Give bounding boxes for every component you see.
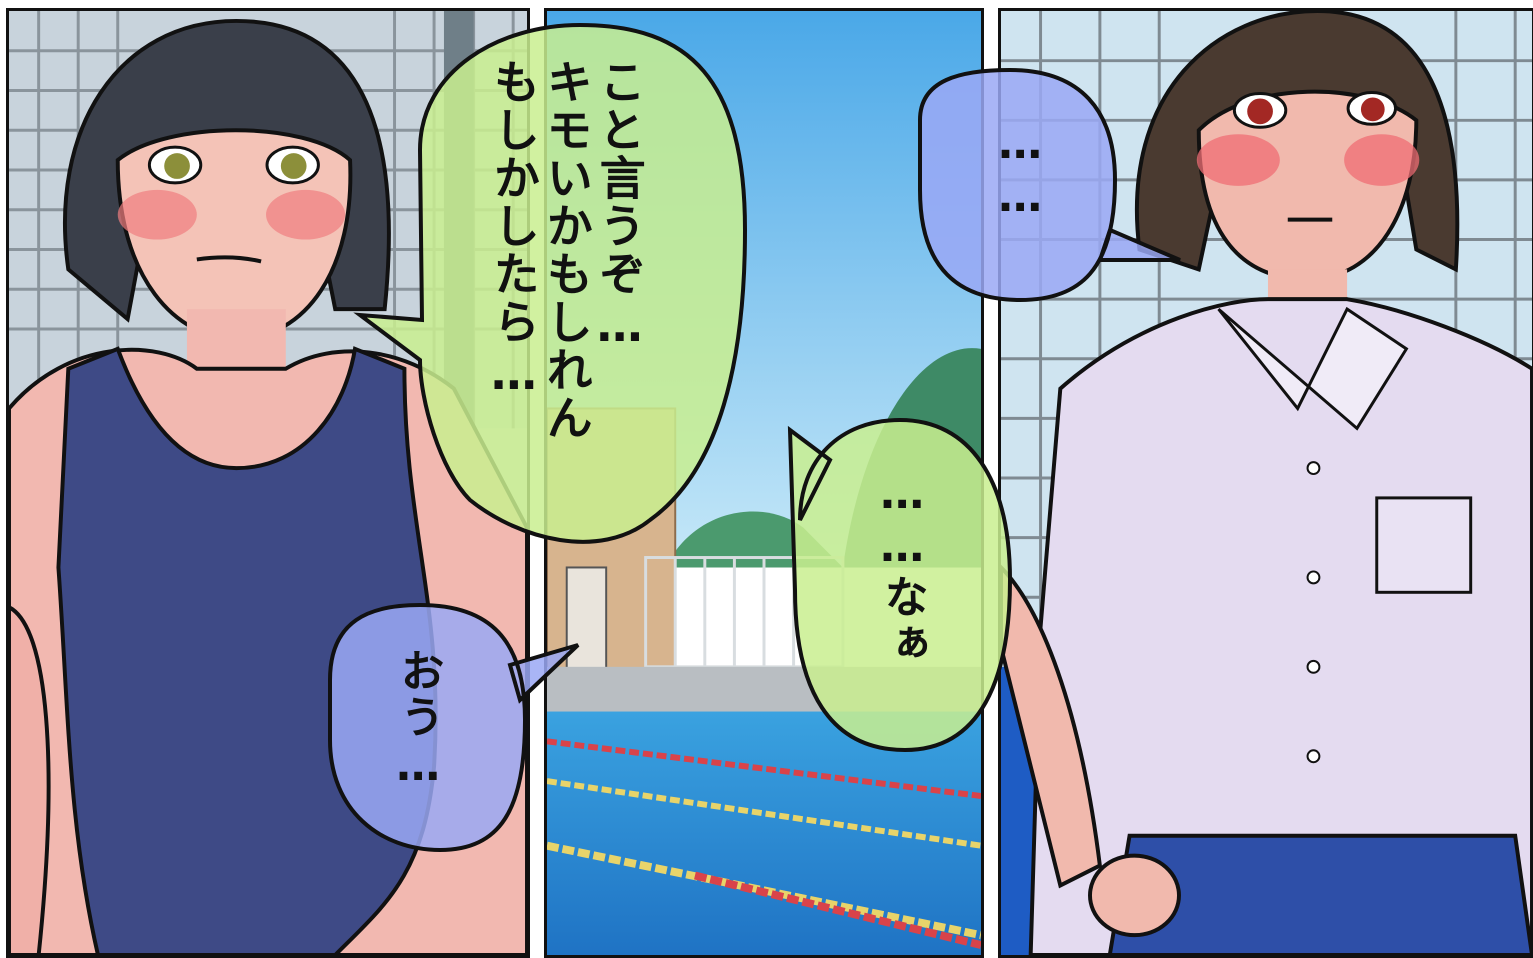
speech-bubble-2: [918, 67, 1181, 303]
dialogue-text-2: ……: [994, 118, 1046, 224]
dialogue-text-1: こと言うぞ… キモいかもしれん もしかしたら…: [486, 58, 647, 442]
dialogue-text-4: おう…: [392, 648, 444, 793]
uniform-girl-illustration: [1001, 11, 1532, 955]
speech-bubble-1: [353, 22, 748, 544]
uniform-girl-panel: [998, 8, 1533, 958]
speech-bubble-3: [787, 417, 1013, 753]
speech-bubble-4: [328, 602, 580, 853]
dialogue-text-3: ……なぁ: [876, 468, 928, 666]
